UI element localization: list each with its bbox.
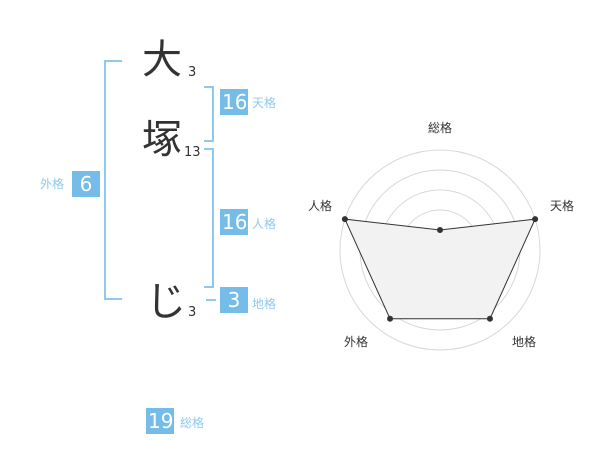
radar-axis-label-5: 人格 [308,198,332,213]
name-char-2-strokes: 13 [184,145,201,160]
radar-points [341,216,539,322]
radar-point-5 [341,216,348,223]
chikaku-value: 3 [220,287,248,313]
radar-axis-label-4: 外格 [344,334,368,349]
jinkaku-label: 人格 [252,217,277,231]
name-char-1: 大 [142,37,182,83]
jinkaku-value: 16 [220,209,248,235]
chikaku-connector [206,299,216,301]
radar-point-3 [486,315,493,322]
soukaku-label: 総格 [180,416,205,430]
name-char-3-strokes: 3 [188,305,197,320]
radar-ring [339,149,541,351]
name-char-2: 塚 [142,117,182,163]
name-char-1-strokes: 3 [188,65,197,80]
radar-point-2 [532,216,539,223]
gaikaku-label: 外格 [40,177,65,191]
radar-axis-label-2: 天格 [550,198,574,213]
name-char-3: じ [146,279,186,325]
radar-axis-label-3: 地格 [512,334,536,349]
radar-axis-label-1: 総格 [428,120,452,135]
jinkaku-bracket [204,148,214,288]
tenkaku-label: 天格 [252,96,277,110]
radar-point-1 [437,227,443,233]
gaikaku-value: 6 [72,171,100,197]
radar-series-area [344,218,536,320]
soukaku-value: 19 [146,408,174,434]
chikaku-label: 地格 [252,297,277,311]
radar-point-4 [387,315,394,322]
tenkaku-value: 16 [220,89,248,115]
gaikaku-bracket [104,60,122,300]
tenkaku-bracket [204,86,214,142]
